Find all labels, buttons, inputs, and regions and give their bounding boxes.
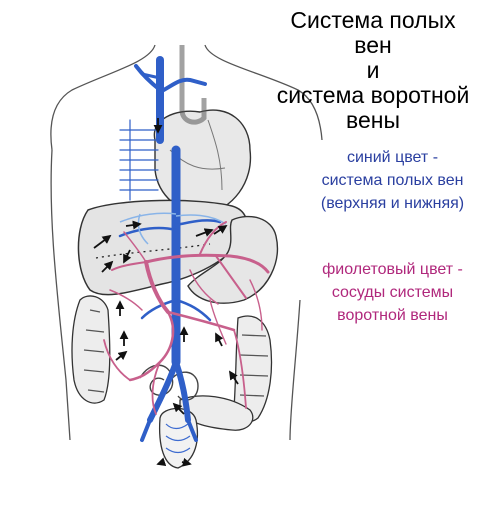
inferior-vena-cava bbox=[118, 145, 222, 442]
hepatic-veins bbox=[119, 212, 227, 245]
legend-line: (верхняя и нижняя) bbox=[320, 195, 465, 212]
legend-line: система полых вен bbox=[321, 172, 464, 189]
title-line: вены bbox=[346, 107, 400, 133]
title-line: и bbox=[366, 57, 380, 83]
legend-line: синий цвет - bbox=[346, 149, 439, 166]
legend-vena-cava: синий цвет - система полых вен (верхняя … bbox=[290, 146, 495, 215]
torso-outline bbox=[50, 44, 323, 441]
aorta bbox=[179, 45, 207, 125]
title-line: Система полых bbox=[290, 7, 456, 33]
title-line: вен bbox=[354, 32, 392, 58]
legend-line: фиолетовый цвет - bbox=[322, 261, 463, 278]
legend-line: сосуды системы bbox=[331, 284, 454, 301]
flow-arrows bbox=[93, 118, 239, 467]
portal-vein-system bbox=[103, 221, 270, 415]
colon bbox=[71, 295, 273, 431]
diagram-title: Система полых вен и система воротной вен… bbox=[248, 8, 498, 133]
title-line: система воротной bbox=[276, 82, 470, 108]
heart bbox=[153, 109, 252, 215]
liver bbox=[77, 199, 248, 296]
legend-line: воротной вены bbox=[337, 307, 448, 324]
pelvic-organ bbox=[158, 407, 199, 469]
legend-portal-system: фиолетовый цвет - сосуды системы воротно… bbox=[290, 258, 495, 327]
